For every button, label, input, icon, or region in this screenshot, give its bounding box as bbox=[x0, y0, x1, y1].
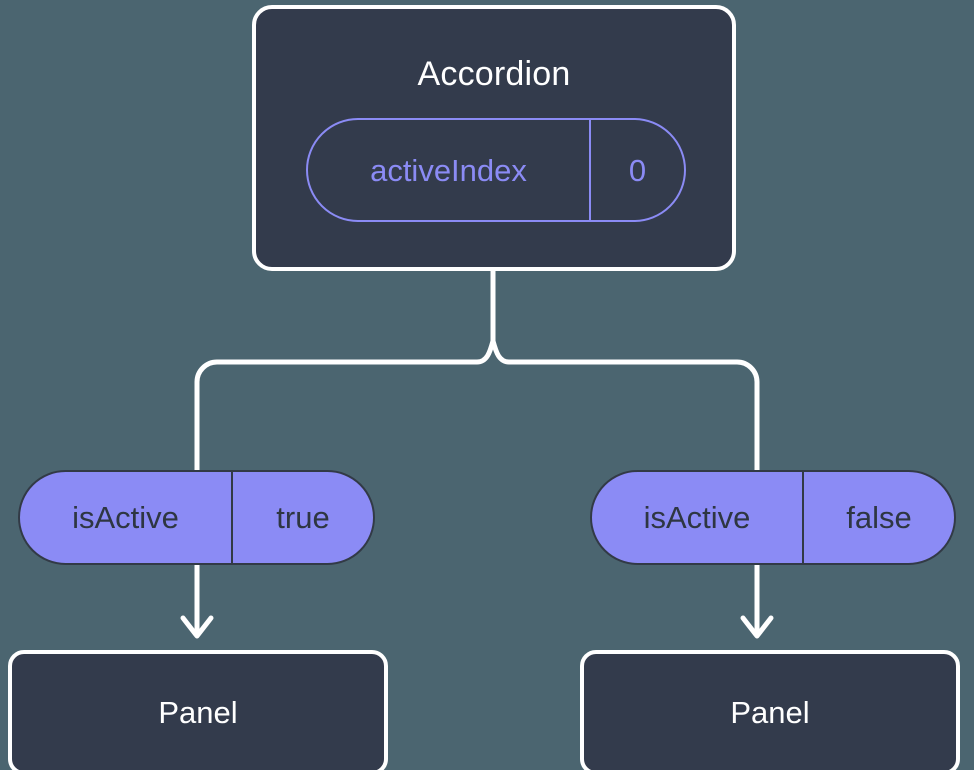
prop-pill-is-active-false[interactable]: isActive false bbox=[590, 470, 956, 565]
prop-pill-is-active-true[interactable]: isActive true bbox=[18, 470, 375, 565]
state-pill-active-index[interactable]: activeIndex 0 bbox=[306, 118, 686, 222]
prop-pill-value: false bbox=[802, 472, 954, 563]
component-title-panel-right: Panel bbox=[730, 695, 810, 730]
connector-fork bbox=[474, 338, 512, 365]
component-title-accordion: Accordion bbox=[417, 55, 571, 93]
prop-pill-value: true bbox=[231, 472, 373, 563]
prop-pill-key: isActive bbox=[643, 500, 751, 535]
component-node-panel-right[interactable]: Panel bbox=[580, 650, 960, 770]
component-node-panel-left[interactable]: Panel bbox=[8, 650, 388, 770]
prop-pill-key: isActive bbox=[72, 500, 179, 535]
connector-to-right-pill bbox=[509, 359, 760, 470]
connector-to-left-pill bbox=[194, 359, 477, 470]
state-pill-key: activeIndex bbox=[370, 152, 527, 188]
arrow-left-head-icon bbox=[180, 615, 214, 639]
arrow-right-head-icon bbox=[740, 615, 774, 639]
component-title-panel-left: Panel bbox=[158, 695, 238, 730]
state-pill-value: 0 bbox=[589, 120, 684, 220]
